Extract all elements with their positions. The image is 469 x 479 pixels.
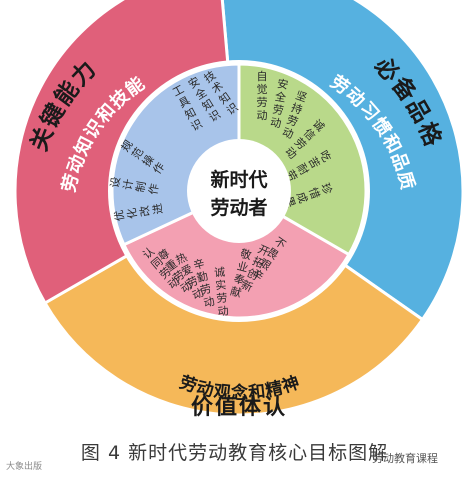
svg-text:成: 成 (294, 190, 310, 205)
watermark-right: 劳动教育课程 (372, 452, 438, 465)
svg-text:作: 作 (147, 183, 162, 196)
svg-text:奉: 奉 (232, 271, 246, 287)
svg-text:动: 动 (202, 295, 216, 310)
svg-text:全: 全 (274, 89, 287, 105)
svg-text:动: 动 (269, 116, 282, 131)
svg-text:动: 动 (190, 286, 205, 302)
svg-text:劳: 劳 (272, 103, 285, 118)
figure-caption: 图 4 新时代劳动教育核心目标图解 (80, 442, 389, 464)
svg-text:业: 业 (236, 259, 250, 274)
svg-text:动: 动 (217, 304, 229, 318)
svg-text:创: 创 (245, 266, 260, 282)
center-line-2: 劳动者 (210, 196, 267, 219)
svg-text:改: 改 (137, 205, 153, 218)
svg-text:优: 优 (112, 209, 127, 222)
svg-text:实: 实 (215, 278, 227, 293)
svg-text:热: 热 (174, 251, 189, 267)
svg-text:惜: 惜 (306, 186, 323, 201)
svg-text:进: 进 (151, 202, 166, 215)
svg-text:具: 具 (177, 94, 193, 111)
svg-text:制: 制 (134, 180, 149, 193)
svg-text:识: 识 (189, 117, 205, 134)
svg-text:自: 自 (257, 70, 268, 83)
svg-text:劳: 劳 (185, 274, 200, 290)
svg-text:珍: 珍 (318, 181, 334, 196)
center-line-1: 新时代 (210, 168, 267, 191)
svg-text:劳: 劳 (285, 113, 300, 129)
svg-text:献: 献 (229, 284, 243, 300)
svg-text:动: 动 (257, 109, 268, 122)
svg-text:新: 新 (239, 277, 255, 294)
svg-text:动: 动 (280, 125, 295, 141)
svg-text:持: 持 (289, 100, 304, 117)
svg-text:敬: 敬 (239, 247, 253, 262)
svg-text:勤: 勤 (195, 269, 209, 284)
svg-text:劳: 劳 (216, 291, 228, 305)
inner-label-green-5: 珍惜成果 (282, 181, 335, 209)
svg-text:拓: 拓 (250, 253, 266, 270)
svg-text:劳: 劳 (257, 96, 268, 109)
svg-text:计: 计 (121, 178, 136, 191)
svg-text:工: 工 (170, 83, 186, 100)
svg-text:诚: 诚 (214, 266, 226, 280)
svg-text:开: 开 (256, 243, 271, 259)
outer-title-bottom: 价值体认 (191, 394, 287, 420)
svg-text:辛: 辛 (192, 256, 206, 272)
svg-text:化: 化 (124, 207, 140, 220)
svg-text:觉: 觉 (257, 83, 268, 96)
watermark-left: 大象出版 (6, 462, 43, 472)
svg-text:设: 设 (108, 176, 123, 189)
svg-text:爱: 爱 (179, 262, 194, 278)
center-circle (187, 139, 291, 243)
svg-text:安: 安 (276, 76, 289, 92)
svg-text:坚: 坚 (294, 89, 309, 105)
svg-text:劳: 劳 (199, 282, 213, 297)
